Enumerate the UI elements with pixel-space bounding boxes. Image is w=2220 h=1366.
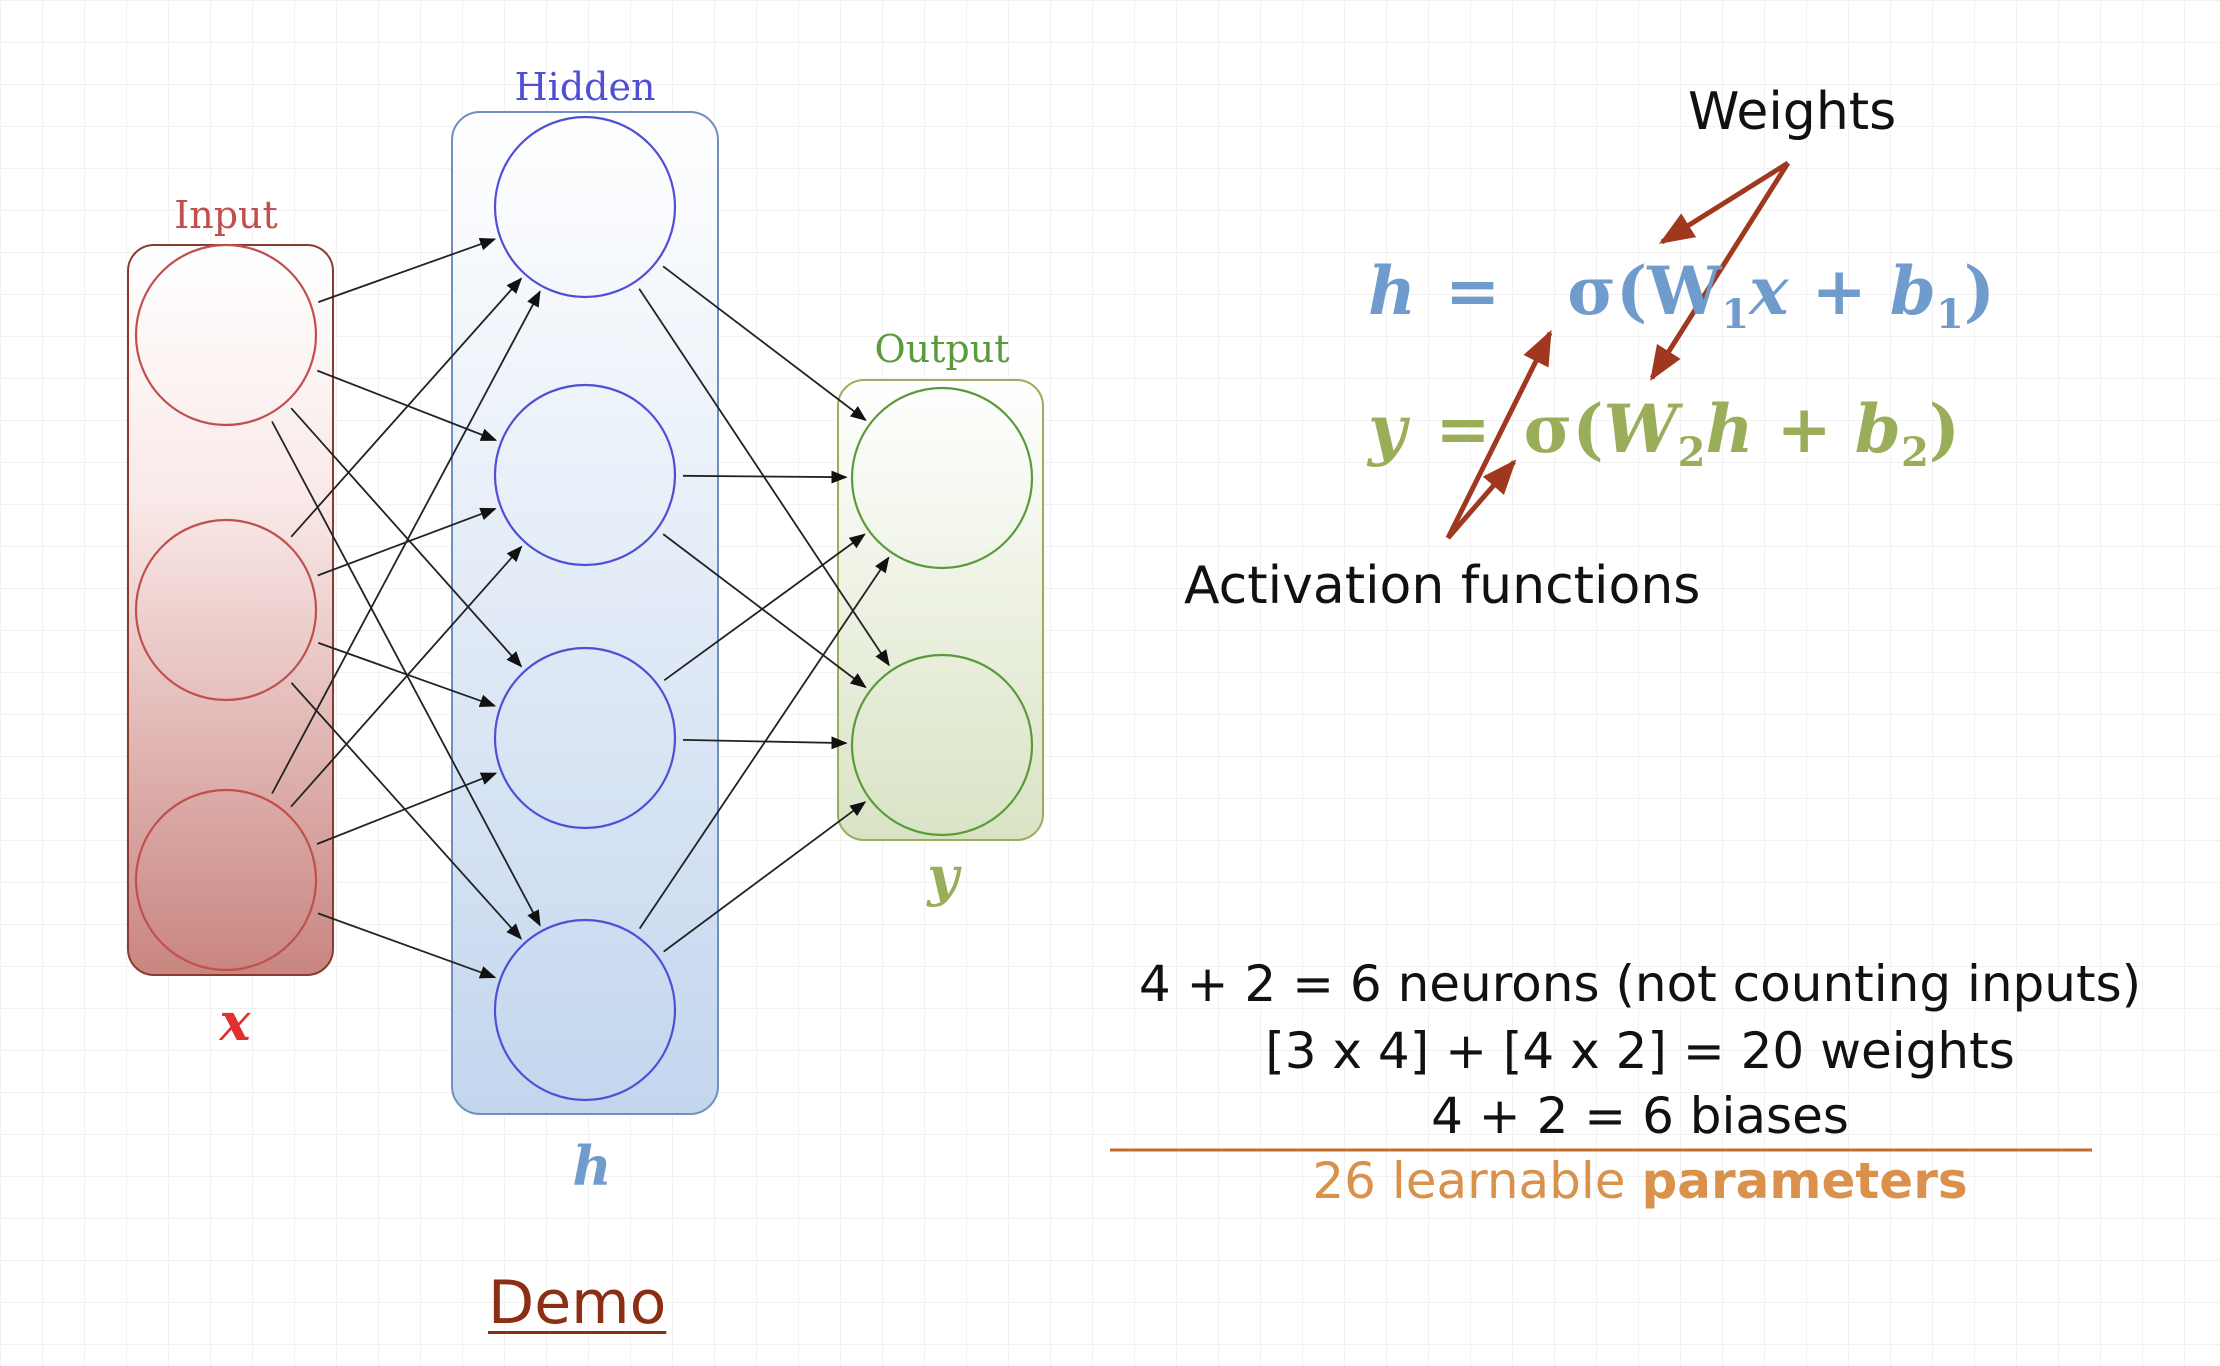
hidden-neuron-1 <box>493 115 677 299</box>
connection-input3-hidden2 <box>290 545 523 808</box>
summary-total-bold: parameters <box>1641 1152 1968 1210</box>
hidden-equation: h = σ(W1x + b1) <box>1368 252 1995 338</box>
demo-link[interactable]: Demo <box>488 1268 667 1338</box>
connection-input1-hidden1 <box>317 237 497 303</box>
connection-hidden2-output2 <box>662 533 867 689</box>
activation-arrow-sigma2 <box>1446 459 1517 540</box>
input-neuron-1 <box>134 243 318 427</box>
eq2-plus: + <box>1776 390 1832 468</box>
hidden-layer-box <box>451 111 719 1115</box>
eq2-lhs: y <box>1368 390 1407 468</box>
hidden-layer-label: Hidden <box>515 65 656 109</box>
connection-input2-hidden1 <box>290 277 523 538</box>
input-neuron-2 <box>134 518 318 702</box>
eq1-sigma: σ <box>1567 252 1616 330</box>
eq1-W-sub: 1 <box>1721 291 1750 339</box>
weights-arrow-w2 <box>1649 161 1791 381</box>
input-neuron-3 <box>134 788 318 972</box>
input-symbol: x <box>218 992 251 1053</box>
hidden-symbol: h <box>572 1134 611 1198</box>
eq2-W-sub: 2 <box>1677 429 1706 477</box>
eq2-open: ( <box>1572 390 1604 468</box>
connections <box>271 237 890 979</box>
eq2-h: h <box>1705 390 1754 468</box>
eq1-equals: = <box>1444 252 1501 330</box>
input-layer-label: Input <box>174 193 278 237</box>
connection-hidden4-output2 <box>663 801 867 953</box>
summary-biases: 4 + 2 = 6 biases <box>1431 1087 1849 1145</box>
summary-total: 26 learnable parameters <box>1060 1152 2220 1210</box>
eq1-plus: + <box>1811 252 1867 330</box>
eq1-close: ) <box>1963 252 1996 330</box>
input-layer-box <box>127 244 334 976</box>
weights-label: Weights <box>1688 82 1897 142</box>
activation-functions-label: Activation functions <box>1184 556 1701 616</box>
eq1-x: x <box>1749 252 1789 330</box>
connection-hidden3-output1 <box>663 533 866 682</box>
eq2-b-sub: 2 <box>1900 429 1929 477</box>
eq1-b-sub: 1 <box>1935 291 1964 339</box>
connection-input1-hidden3 <box>290 407 523 668</box>
connection-input3-hidden3 <box>316 772 498 845</box>
output-neuron-1 <box>850 386 1034 570</box>
summary-weights: [3 x 4] + [4 x 2] = 20 weights <box>1265 1022 2015 1080</box>
eq2-equals: = <box>1435 390 1491 468</box>
activation-pointers <box>1445 329 1553 540</box>
eq2-sigma: σ <box>1523 390 1573 468</box>
hidden-neuron-2 <box>493 383 677 567</box>
weights-pointers <box>1649 160 1791 381</box>
summary-neurons: 4 + 2 = 6 neurons (not counting inputs) <box>1138 955 2142 1013</box>
weights-arrow-w1 <box>1659 160 1790 245</box>
activation-arrow-sigma1 <box>1445 329 1553 540</box>
eq2-W: W <box>1603 390 1678 468</box>
eq2-close: ) <box>1928 390 1961 468</box>
eq1-W: W <box>1647 252 1722 330</box>
output-equation: y = σ(W2h + b2) <box>1368 390 1960 476</box>
summary-total-prefix: 26 learnable <box>1312 1152 1642 1210</box>
neurons <box>134 115 1034 1102</box>
connection-input3-hidden1 <box>271 290 541 794</box>
output-symbol: y <box>926 844 962 908</box>
output-layer-label: Output <box>875 327 1010 371</box>
connection-hidden2-output1 <box>682 470 848 484</box>
hidden-neuron-4 <box>493 918 677 1102</box>
hidden-neuron-3 <box>493 646 677 830</box>
connection-hidden1-output1 <box>662 265 867 421</box>
eq2-b: b <box>1854 390 1901 468</box>
output-layer-box <box>837 379 1044 841</box>
connection-input3-hidden4 <box>317 912 497 979</box>
output-neuron-2 <box>850 653 1034 837</box>
eq1-open: ( <box>1615 252 1648 330</box>
connection-input2-hidden4 <box>290 682 522 940</box>
connection-hidden4-output1 <box>638 556 890 930</box>
eq1-b: b <box>1889 252 1936 330</box>
eq1-lhs: h <box>1368 252 1416 330</box>
